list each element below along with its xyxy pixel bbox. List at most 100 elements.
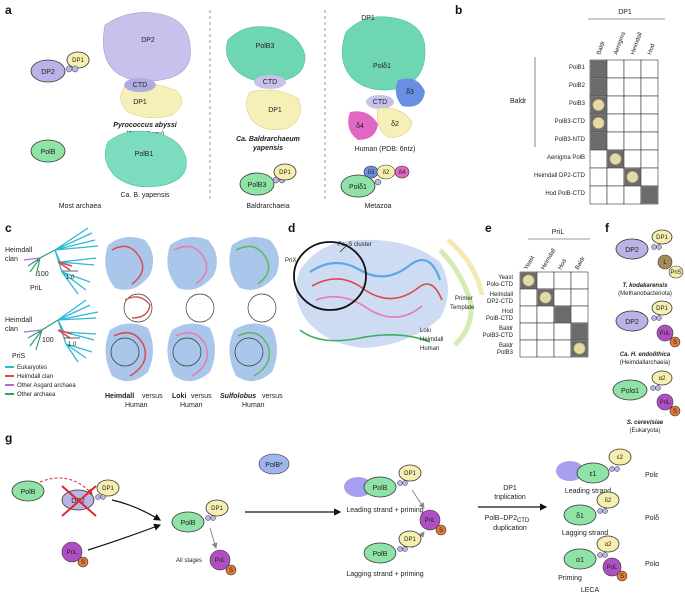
ctd-bead xyxy=(206,516,211,521)
primer-label: Primer xyxy=(455,296,473,302)
dp1-label: DP1 xyxy=(102,486,114,492)
grid-cell xyxy=(537,272,554,289)
grid-cell xyxy=(607,132,624,150)
grid-cell xyxy=(554,289,571,306)
colony-background xyxy=(591,79,607,96)
legend-entry: Other archaea xyxy=(17,392,56,398)
grid-cell xyxy=(590,168,607,186)
ctd-bead xyxy=(72,66,78,72)
ctd-bead xyxy=(375,179,381,185)
tree1-boot: 100 xyxy=(37,271,49,278)
species-group: (Methanobacteriota) xyxy=(618,291,672,297)
grid-cell xyxy=(537,306,554,323)
ctd-bead xyxy=(610,467,615,472)
dp2-label: DP2 xyxy=(625,247,639,254)
overlay-sulfolobus-bottom xyxy=(229,323,277,381)
species-name: T. kodakarensis xyxy=(623,283,669,289)
tree1-node: PriL xyxy=(30,285,43,292)
colony xyxy=(523,275,534,286)
prix-label: PriX xyxy=(285,258,296,264)
column-header: Hod xyxy=(558,258,569,271)
pril-label: PriL xyxy=(67,550,78,556)
arrow xyxy=(112,500,160,520)
pril-label: PriL xyxy=(660,400,671,406)
pola-label: Polα xyxy=(645,561,659,568)
colony xyxy=(540,292,551,303)
ctd-bead xyxy=(598,509,603,514)
polb-star-label: PolB* xyxy=(265,462,283,469)
row-label: PolB3 xyxy=(497,350,514,356)
species-name: Ca. H. endolithica xyxy=(620,352,671,358)
cmp1-vs: versus xyxy=(142,393,163,400)
struct-d3: δ3 xyxy=(406,89,414,96)
species-caption: Pyrococcus abyssi xyxy=(113,122,177,129)
lag-dp1-label: DP1 xyxy=(404,537,416,543)
row-label: DP2-CTD xyxy=(487,299,514,305)
column-header: Heimdall xyxy=(630,32,644,56)
lead-polb-label: PolB xyxy=(373,485,388,492)
polb-label: PolB xyxy=(41,149,56,156)
cmp2-a: Loki xyxy=(172,393,186,400)
struct-dp1: DP1 xyxy=(361,15,375,22)
row-label: Yeast xyxy=(498,275,513,281)
row-label: PolB3 xyxy=(569,101,586,107)
panel-label-b: b xyxy=(455,3,462,17)
s-label: S xyxy=(673,340,677,346)
colony-background xyxy=(572,324,588,340)
ctd-bead xyxy=(657,245,662,250)
panel-e-row-labels: Yeast Polα-CTD Heimdall DP2-CTD Hod PolB… xyxy=(483,275,514,356)
a2-label: α2 xyxy=(659,376,666,382)
struct-ctd: CTD xyxy=(263,79,277,86)
loki-label: Loki xyxy=(420,328,431,334)
species-caption: Human (PDB: 6ntz) xyxy=(355,146,416,153)
heimdall-label: Heimdall xyxy=(420,337,443,343)
duplication-line2: duplication xyxy=(493,525,527,532)
grid-cell xyxy=(554,272,571,289)
panel-label-d: d xyxy=(288,221,295,235)
panel-e-grid xyxy=(520,272,588,357)
pril-label: PriL xyxy=(215,558,226,564)
column-header: Aenigma xyxy=(613,31,627,56)
grid-cell xyxy=(607,186,624,204)
row-label: PolB3-CTD xyxy=(555,119,586,125)
legend-entry: Heimdall clan xyxy=(17,374,53,380)
grid-cell xyxy=(607,78,624,96)
ctd-bead xyxy=(398,547,403,552)
panel-b-title: DP1 xyxy=(618,9,632,16)
ctd-bead xyxy=(656,386,661,391)
duplication-line1: PolB–DP2CTD xyxy=(485,515,530,524)
pril-label: PriL xyxy=(660,331,671,337)
lagging-caption: Lagging strand + priming xyxy=(346,571,423,578)
dp1-label: DP1 xyxy=(279,170,291,176)
grid-cell xyxy=(624,150,641,168)
species-caption: Ca. Baldrarchaeum xyxy=(236,136,300,143)
grid-cell xyxy=(607,60,624,78)
dp1-label: DP1 xyxy=(211,506,223,512)
panel-b-grid xyxy=(590,60,658,204)
ctd-bead xyxy=(403,481,408,486)
species-name: S. cerevisiae xyxy=(627,420,664,426)
cmp2-b: Human xyxy=(180,402,203,409)
grid-cell xyxy=(641,96,658,114)
ctd-bead xyxy=(96,495,101,500)
colony xyxy=(574,343,585,354)
overlay-heimdall-top xyxy=(105,237,153,322)
colony-background xyxy=(642,187,658,204)
struct-dp1: DP1 xyxy=(268,107,282,114)
row-label: PolB3-CTD xyxy=(483,333,514,339)
d2-label: δ2 xyxy=(383,170,390,176)
template-label: Template xyxy=(450,305,475,311)
grid-cell xyxy=(607,168,624,186)
ctd-bead xyxy=(66,66,72,72)
dp1-label: DP1 xyxy=(72,58,84,64)
tree1-label: Heimdall xyxy=(5,247,33,254)
grid-cell xyxy=(641,114,658,132)
tree2-node: PriS xyxy=(12,353,26,360)
grid-cell xyxy=(537,323,554,340)
s-label: S xyxy=(620,574,624,580)
struct-d4: δ4 xyxy=(356,123,364,130)
struct-dp1: DP1 xyxy=(133,99,147,106)
struct-ctd: CTD xyxy=(133,82,147,89)
dp1-label: DP1 xyxy=(656,235,668,241)
pold1-structure xyxy=(342,17,425,90)
